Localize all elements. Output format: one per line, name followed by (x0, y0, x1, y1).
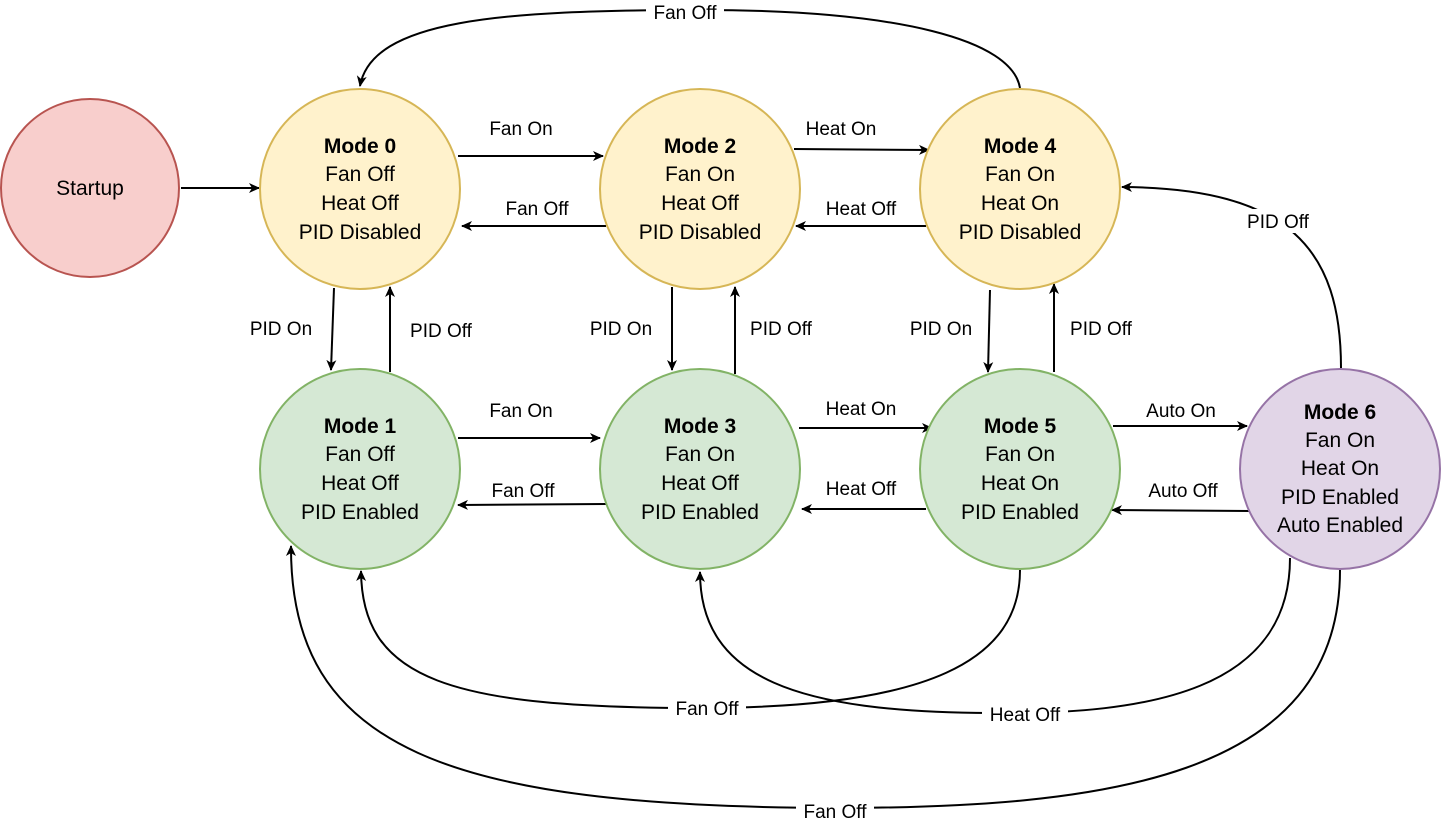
state-mode3[interactable]: Mode 3 Fan On Heat Off PID Enabled (599, 368, 801, 570)
state-mode2[interactable]: Mode 2 Fan On Heat Off PID Disabled (599, 88, 801, 290)
edge-labels: Fan Off Fan On Fan Off Heat On Heat Off … (250, 2, 1318, 823)
state-mode0-heat: Heat Off (321, 192, 399, 215)
state-mode6-auto: Auto Enabled (1277, 514, 1403, 537)
label-mode3-mode5: Heat On (826, 399, 897, 420)
label-mode0-mode1: PID On (250, 319, 312, 340)
label-mode5-mode4: PID Off (1070, 319, 1133, 340)
label-mode1-mode3: Fan On (489, 401, 552, 422)
state-startup-label: Startup (56, 177, 124, 200)
label-mode3-mode1: Fan Off (491, 481, 555, 502)
state-mode4-title: Mode 4 (984, 135, 1057, 158)
label-mode2-mode3: PID On (590, 319, 652, 340)
state-mode4-fan: Fan On (985, 163, 1055, 186)
state-mode3-title: Mode 3 (664, 415, 736, 438)
label-mode2-mode4: Heat On (806, 119, 877, 140)
state-mode5-heat: Heat On (981, 472, 1059, 495)
state-mode3-circle (599, 368, 801, 570)
state-mode5-pid: PID Enabled (961, 501, 1079, 524)
edge-mode0-mode1[interactable] (326, 287, 337, 371)
label-mode6-mode5: Auto Off (1148, 481, 1218, 502)
state-mode4[interactable]: Mode 4 Fan On Heat On PID Disabled (919, 88, 1121, 290)
edge-mode3-mode1[interactable] (457, 499, 607, 510)
state-mode4-pid: PID Disabled (959, 221, 1082, 244)
label-mode4-mode0-top: Fan Off (653, 3, 717, 24)
state-mode0-title: Mode 0 (324, 135, 396, 158)
state-mode4-circle (919, 88, 1121, 290)
label-mode5-mode3: Heat Off (826, 479, 897, 500)
state-mode5[interactable]: Mode 5 Fan On Heat On PID Enabled (919, 368, 1121, 570)
state-mode6-title: Mode 6 (1304, 401, 1376, 424)
state-mode6[interactable]: Mode 6 Fan On Heat On PID Enabled Auto E… (1239, 368, 1441, 570)
edge-mode2-mode4[interactable] (793, 144, 930, 155)
state-mode5-circle (919, 368, 1121, 570)
state-mode6-pid: PID Enabled (1281, 486, 1399, 509)
state-mode3-fan: Fan On (665, 443, 735, 466)
state-mode1-circle (259, 368, 461, 570)
edge-mode6-mode1[interactable] (285, 545, 1341, 810)
state-mode6-circle (1239, 368, 1441, 570)
state-mode1[interactable]: Mode 1 Fan Off Heat Off PID Enabled (259, 368, 461, 570)
state-mode2-circle (599, 88, 801, 290)
state-mode1-title: Mode 1 (324, 415, 397, 438)
edge-mode6-mode3[interactable] (695, 557, 1291, 715)
label-mode3-mode2: PID Off (750, 319, 813, 340)
state-mode0[interactable]: Mode 0 Fan Off Heat Off PID Disabled (259, 88, 461, 290)
state-mode0-fan: Fan Off (325, 163, 395, 186)
state-mode6-heat: Heat On (1301, 457, 1379, 480)
label-mode4-mode5: PID On (910, 319, 972, 340)
edge-mode4-mode5[interactable] (983, 289, 994, 373)
edge-mode6-mode5[interactable] (1111, 505, 1251, 516)
label-mode1-mode0: PID Off (410, 321, 473, 342)
state-mode2-heat: Heat Off (661, 192, 739, 215)
label-mode6-mode4: PID Off (1247, 212, 1310, 233)
state-mode2-pid: PID Disabled (639, 221, 762, 244)
state-mode1-heat: Heat Off (321, 472, 399, 495)
edge-mode6-mode4[interactable] (1121, 182, 1342, 369)
state-mode3-heat: Heat Off (661, 472, 739, 495)
state-startup[interactable]: Startup (0, 98, 180, 278)
label-mode5-mode6: Auto On (1146, 401, 1216, 422)
label-mode6-mode3: Heat Off (990, 705, 1061, 726)
state-mode3-pid: PID Enabled (641, 501, 759, 524)
state-mode5-title: Mode 5 (984, 415, 1057, 438)
state-mode6-fan: Fan On (1305, 429, 1375, 452)
state-mode1-pid: PID Enabled (301, 501, 419, 524)
label-mode5-mode1: Fan Off (675, 699, 739, 720)
edge-mode5-mode1[interactable] (356, 569, 1021, 710)
label-mode6-mode1: Fan Off (803, 802, 867, 823)
state-mode2-fan: Fan On (665, 163, 735, 186)
state-mode2-title: Mode 2 (664, 135, 736, 158)
nodes: Startup Mode 0 Fan Off Heat Off PID Disa… (0, 88, 1441, 570)
state-mode5-fan: Fan On (985, 443, 1055, 466)
label-mode0-mode2: Fan On (489, 119, 552, 140)
state-mode0-circle (259, 88, 461, 290)
state-startup-circle (0, 98, 180, 278)
label-mode4-mode2: Heat Off (826, 199, 897, 220)
state-mode1-fan: Fan Off (325, 443, 395, 466)
state-mode4-heat: Heat On (981, 192, 1059, 215)
state-mode0-pid: PID Disabled (299, 221, 422, 244)
label-mode2-mode0: Fan Off (505, 199, 569, 220)
